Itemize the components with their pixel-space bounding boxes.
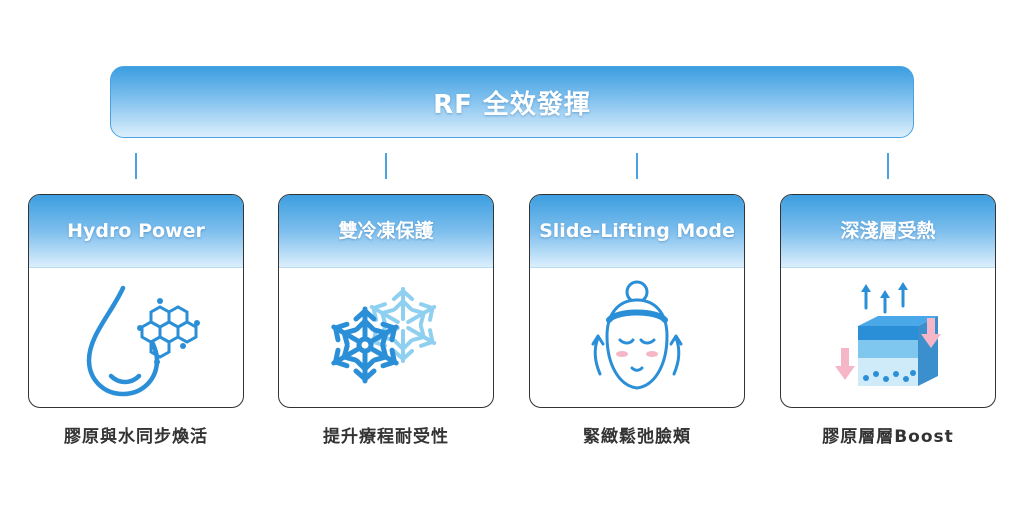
card-header: 雙冷凍保護: [279, 195, 493, 268]
top-banner: RF 全效發揮: [110, 66, 914, 138]
card-body: [530, 268, 744, 407]
water-drop-molecule-icon: [86, 285, 200, 397]
connector-line-4: [887, 153, 889, 179]
card-title: 雙冷凍保護: [338, 219, 434, 242]
feature-caption-1: 膠原與水同步煥活: [64, 427, 208, 447]
card-title: Hydro Power: [67, 219, 205, 242]
feature-card-deep-shallow-heat: 深淺層受熱: [780, 194, 996, 408]
card-header: Slide-Lifting Mode: [530, 195, 744, 268]
feature-caption-3: 緊緻鬆弛臉頰: [583, 427, 691, 447]
card-header: 深淺層受熱: [781, 195, 995, 268]
face-lifting-icon: [591, 280, 683, 390]
snowflake-icon: [321, 287, 441, 393]
feature-caption-4: 膠原層層Boost: [822, 427, 954, 447]
feature-card-double-freeze: 雙冷凍保護: [278, 194, 494, 408]
connector-line-2: [385, 153, 387, 179]
card-body: [29, 268, 243, 407]
banner-title: RF 全效發揮: [433, 89, 591, 120]
feature-card-hydro-power: Hydro Power: [28, 194, 244, 408]
feature-card-slide-lifting: Slide-Lifting Mode: [529, 194, 745, 408]
card-body: [279, 268, 493, 408]
feature-caption-2: 提升療程耐受性: [323, 427, 449, 447]
card-body: [781, 268, 995, 407]
card-title: Slide-Lifting Mode: [539, 219, 735, 242]
connector-line-1: [135, 153, 137, 179]
skin-layer-heat-icon: [835, 282, 941, 386]
card-title: 深淺層受熱: [840, 219, 936, 242]
card-header: Hydro Power: [29, 195, 243, 268]
connector-line-3: [636, 153, 638, 179]
